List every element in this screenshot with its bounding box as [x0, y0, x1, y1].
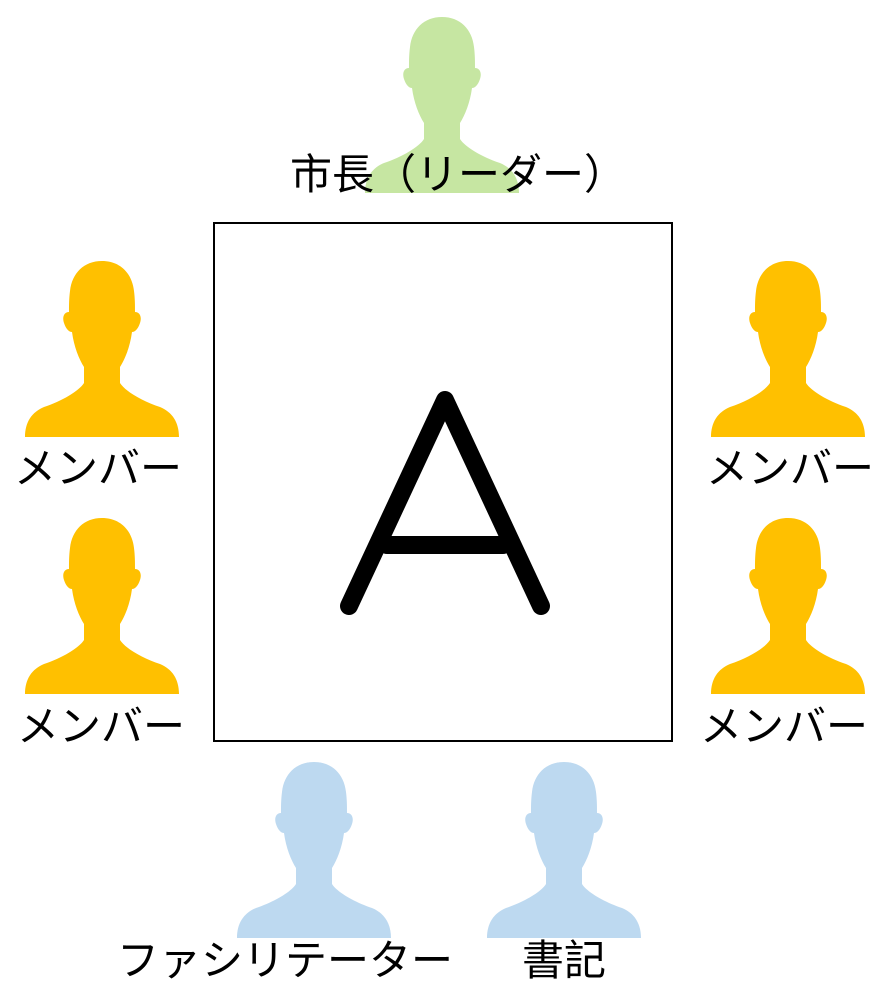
person-silhouette-icon	[22, 257, 182, 437]
member-left-top-label: メンバー	[14, 444, 183, 493]
member-right-bottom-label: メンバー	[700, 702, 869, 751]
facilitator-person	[234, 758, 394, 938]
member-right-bottom	[708, 514, 868, 694]
person-silhouette-icon	[22, 514, 182, 694]
facilitator-label: ファシリテーター	[117, 936, 454, 985]
member-left-top	[22, 257, 182, 437]
person-silhouette-icon	[708, 257, 868, 437]
member-right-top-label: メンバー	[706, 444, 875, 493]
secretary-label: 書記	[522, 936, 607, 985]
person-silhouette-icon	[484, 758, 644, 938]
table-box: A	[213, 222, 673, 742]
secretary-person	[484, 758, 644, 938]
member-right-top	[708, 257, 868, 437]
leader-label: 市長（リーダー）	[290, 150, 627, 199]
person-silhouette-icon	[708, 514, 868, 694]
member-left-bottom-label: メンバー	[17, 702, 186, 751]
person-silhouette-icon	[234, 758, 394, 938]
member-left-bottom	[22, 514, 182, 694]
table-letter: A	[340, 391, 550, 615]
